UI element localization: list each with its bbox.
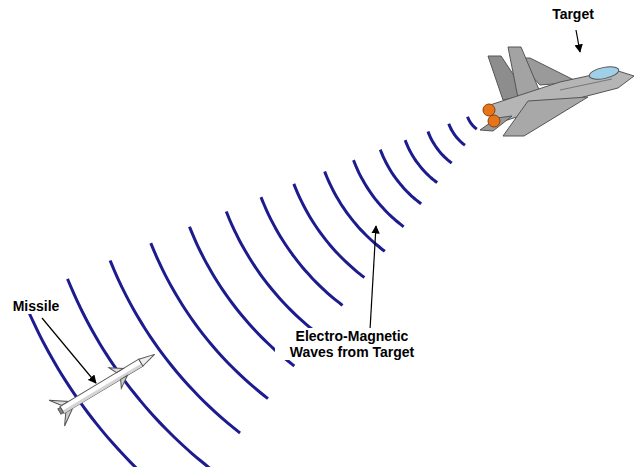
wave-arcs bbox=[23, 117, 477, 467]
part-label: Target bbox=[550, 6, 596, 22]
wave-label: Electro-Magnetic Waves from Target bbox=[275, 328, 429, 360]
wave-arc bbox=[294, 184, 365, 278]
wave-arc bbox=[151, 243, 268, 399]
part-label: Missile bbox=[11, 298, 62, 314]
wave-arc bbox=[380, 150, 421, 204]
wave-arc bbox=[428, 131, 452, 163]
wave-arc bbox=[449, 124, 465, 146]
leader-arrow bbox=[370, 226, 376, 330]
leader-arrow bbox=[42, 318, 96, 383]
leader-arrow bbox=[576, 30, 580, 52]
wave-arc bbox=[468, 117, 477, 129]
missile bbox=[49, 342, 162, 426]
wave-arc bbox=[353, 160, 403, 227]
wave-arc bbox=[23, 298, 180, 467]
wave-arc bbox=[68, 279, 211, 467]
wave-arc bbox=[405, 140, 437, 183]
wave-arc bbox=[110, 260, 240, 432]
target-jet bbox=[480, 47, 634, 136]
wave-arc bbox=[226, 211, 319, 334]
